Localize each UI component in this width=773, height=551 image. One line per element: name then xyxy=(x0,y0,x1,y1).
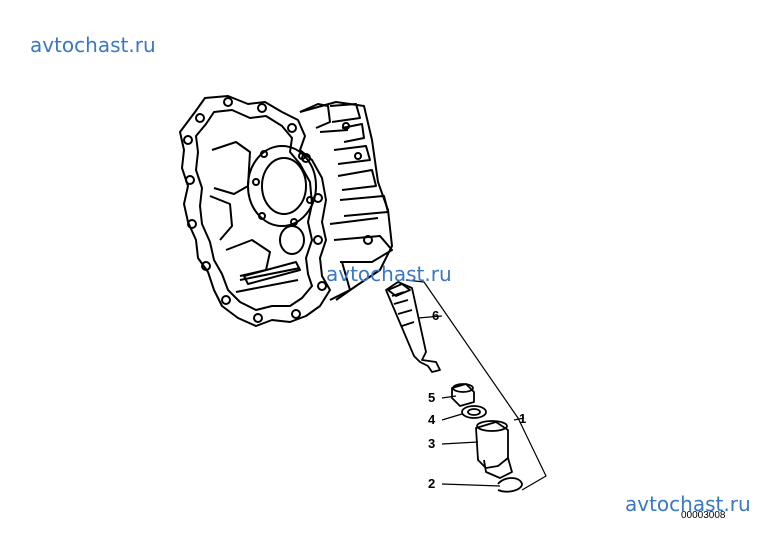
speedometer-drive-assembly xyxy=(385,279,547,493)
part-number-label: 6 xyxy=(432,308,440,323)
part-number-label: 5 xyxy=(428,390,436,405)
bushing xyxy=(451,383,475,407)
shaft xyxy=(385,281,441,373)
watermark-text: avtochast.ru xyxy=(625,492,751,516)
watermark-text: avtochast.ru xyxy=(326,262,452,286)
group-line xyxy=(405,279,547,491)
watermark-text: avtochast.ru xyxy=(30,33,156,57)
part-number-label: 2 xyxy=(428,476,436,491)
part-number-label: 3 xyxy=(428,436,436,451)
drawing-code: 00003008 xyxy=(681,510,726,521)
part-number-label: 1 xyxy=(519,411,527,426)
sleeve xyxy=(475,421,509,469)
part-number-label: 4 xyxy=(428,412,436,427)
circlip xyxy=(497,477,523,493)
leader-lines xyxy=(417,315,525,487)
seal-ring xyxy=(461,405,487,419)
gearbox-housing xyxy=(179,95,393,327)
